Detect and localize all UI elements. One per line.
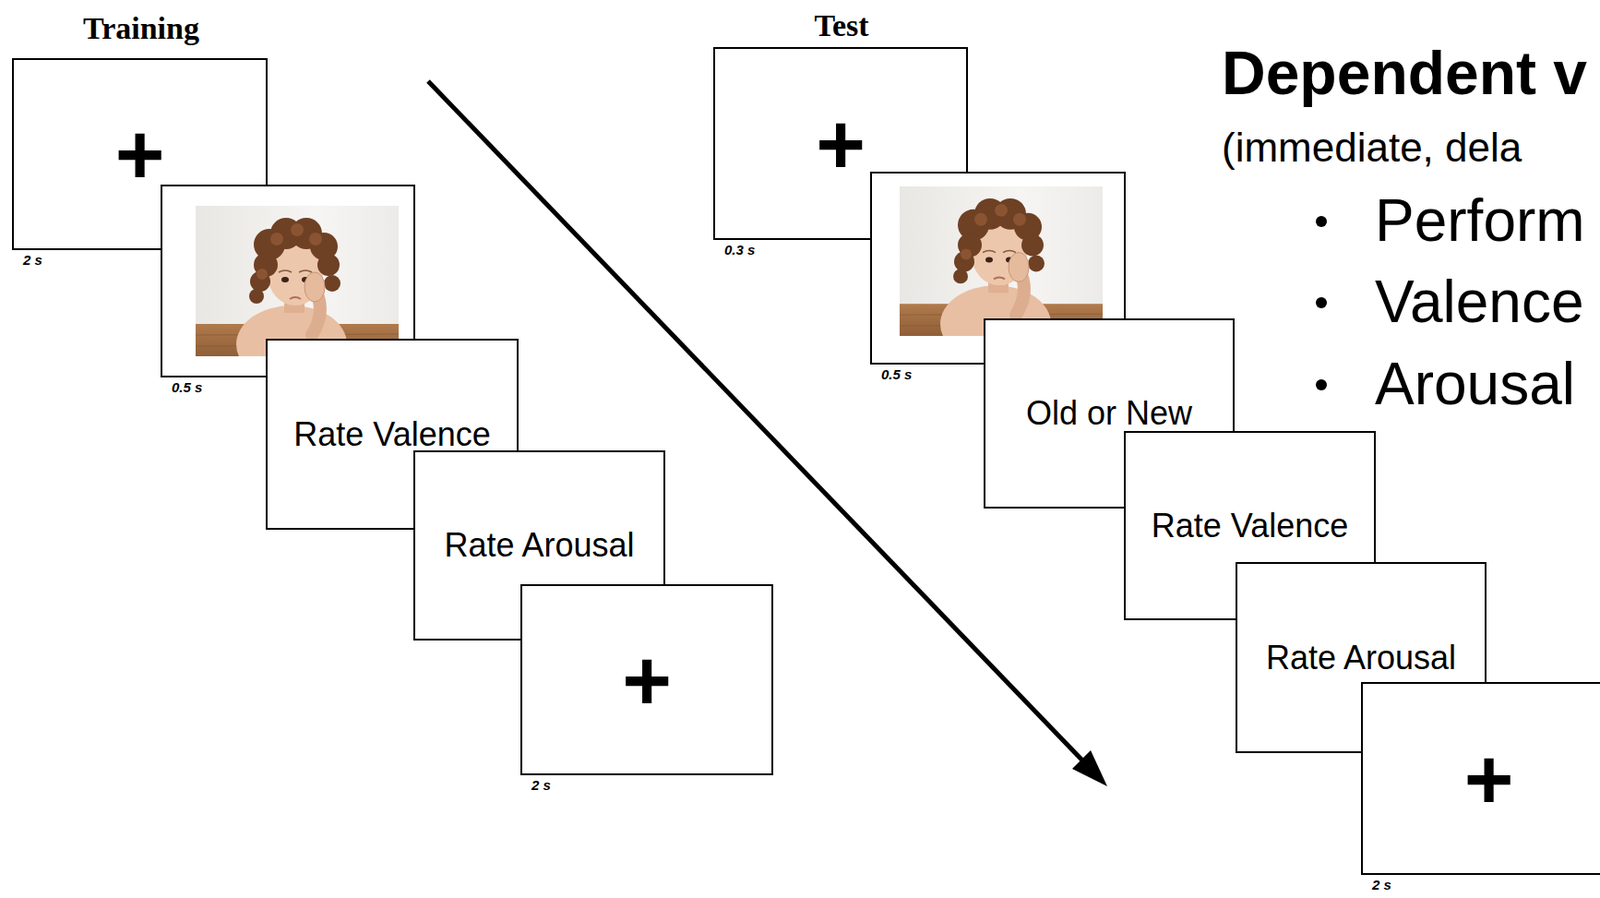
- fixation-screen: +2 s: [520, 584, 774, 776]
- bullet-dot: [1315, 379, 1327, 391]
- phase-heading: Test: [813, 7, 869, 44]
- duration-label: 0.5 s: [881, 367, 912, 383]
- prompt-text: Old or New: [1026, 393, 1193, 433]
- heading-note: (immediate, dela: [1221, 124, 1522, 172]
- bullet-item: Arousal: [1374, 350, 1576, 419]
- fixation-cross: +: [621, 637, 672, 723]
- slide-heading: Dependent v: [1221, 38, 1588, 109]
- bullet-dot: [1315, 297, 1327, 309]
- fixation-cross: +: [815, 101, 866, 187]
- duration-label: 2 s: [531, 777, 551, 794]
- duration-label: 2 s: [23, 252, 43, 269]
- duration-label: 0.5 s: [171, 380, 203, 396]
- child-photo: [899, 186, 1103, 336]
- bullet-item: Perform: [1374, 187, 1586, 256]
- prompt-text: Rate Arousal: [1265, 637, 1457, 678]
- phase-heading: Training: [83, 10, 200, 47]
- child-photo: [195, 205, 399, 357]
- prompt-text: Rate Valence: [1151, 505, 1349, 546]
- fixation-cross: +: [1464, 736, 1515, 822]
- prompt-text: Rate Arousal: [443, 525, 634, 565]
- fixation-cross: +: [115, 111, 166, 197]
- prompt-text: Rate Valence: [293, 414, 490, 454]
- duration-label: 0.3 s: [724, 242, 755, 259]
- fixation-screen: +2 s: [1361, 681, 1600, 875]
- duration-label: 2 s: [1372, 877, 1392, 894]
- bullet-item: Valence: [1374, 268, 1585, 337]
- time-arrow-head: [1072, 750, 1108, 787]
- bullet-dot: [1315, 215, 1327, 227]
